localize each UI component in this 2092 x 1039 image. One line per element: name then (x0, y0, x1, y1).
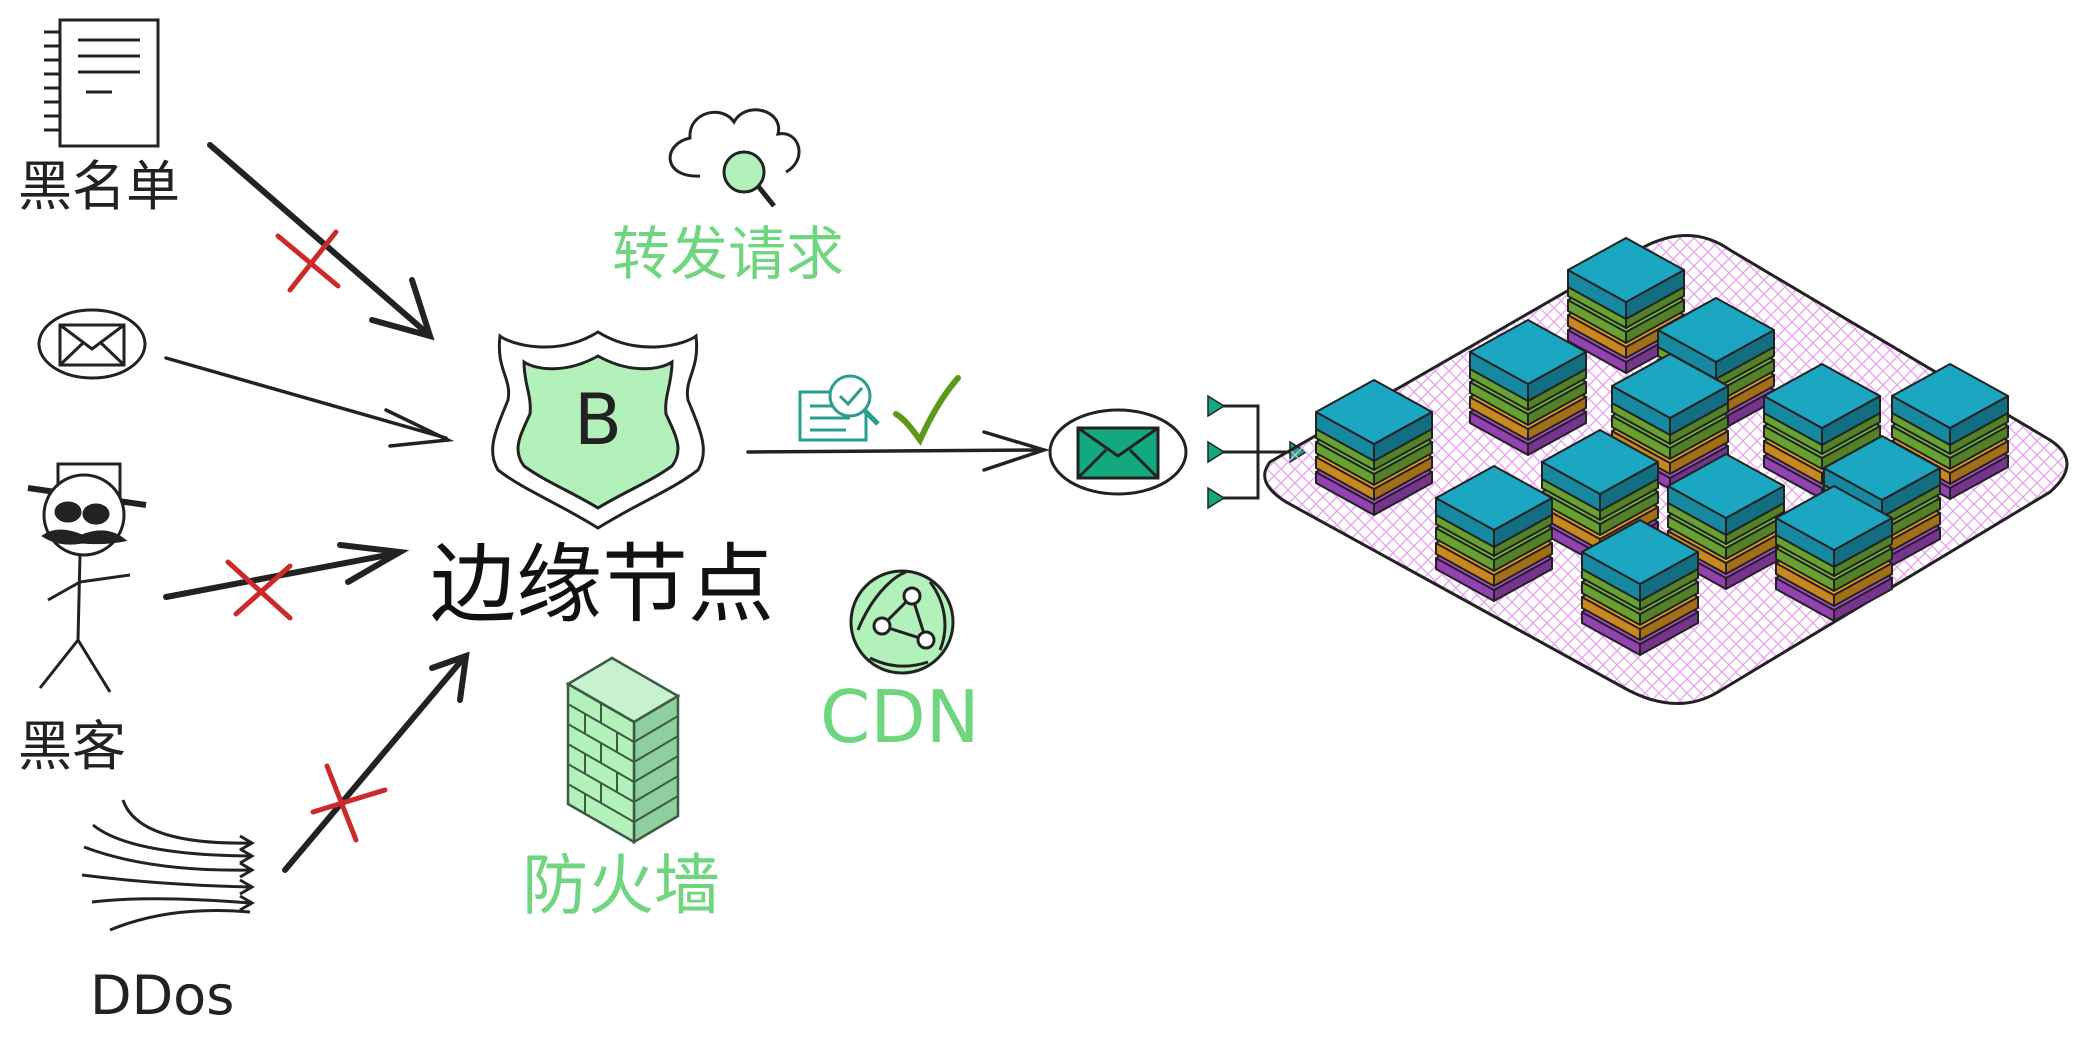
blacklist-arrow (207, 142, 435, 341)
blacklist-label: 黑名单 (18, 155, 180, 218)
server-top (1435, 465, 1553, 531)
server-top (1315, 379, 1433, 445)
server-top (1469, 319, 1587, 385)
server-top (1823, 435, 1941, 501)
ddos-waves-icon (81, 799, 255, 932)
blacklist-blocked-x (275, 229, 341, 293)
hacker-icon (27, 462, 147, 693)
firewall-label: 防火墙 (522, 847, 720, 924)
edge-node-label: 边缘节点 (430, 535, 774, 635)
checkmark-icon (893, 375, 961, 446)
server-stack (1469, 319, 1587, 456)
envelope-arrow (164, 356, 455, 448)
notebook-icon (44, 18, 160, 148)
ddos-blocked-x (310, 763, 388, 843)
server-top (1567, 237, 1685, 303)
mail-icon (1048, 408, 1188, 496)
ddos-label: DDos (90, 964, 234, 1027)
server-stack (1667, 453, 1785, 590)
server-top (1611, 353, 1729, 419)
server-stack (1775, 485, 1893, 622)
hacker-label: 黑客 (18, 715, 126, 778)
envelope-icon (37, 308, 147, 380)
server-top (1667, 453, 1785, 519)
server-stack (1435, 465, 1553, 602)
server-stack (1611, 353, 1729, 490)
cloud-search-icon (668, 108, 801, 208)
server-stack (1581, 519, 1699, 656)
server-stack (1763, 363, 1881, 500)
shield-icon (491, 330, 705, 530)
server-top (1763, 363, 1881, 429)
hacker-blocked-x (225, 559, 293, 621)
document-search-icon (798, 374, 880, 442)
forward-request-label: 转发请求 (612, 220, 844, 288)
cdn-globe-icon (849, 569, 955, 675)
server-stack (1567, 237, 1685, 374)
firewall-icon (565, 656, 681, 845)
server-top (1581, 519, 1699, 585)
server-top (1541, 429, 1659, 495)
server-top (1775, 485, 1893, 551)
cdn-label: CDN (820, 675, 980, 759)
server-stack (1315, 379, 1433, 516)
server-cluster-icon (1263, 234, 2069, 705)
server-top (1891, 363, 2009, 429)
forward-arrow (746, 430, 1050, 472)
server-top (1657, 297, 1775, 363)
shield-letter: B (574, 379, 622, 461)
ddos-arrow (282, 651, 470, 873)
server-stack (1541, 429, 1659, 566)
